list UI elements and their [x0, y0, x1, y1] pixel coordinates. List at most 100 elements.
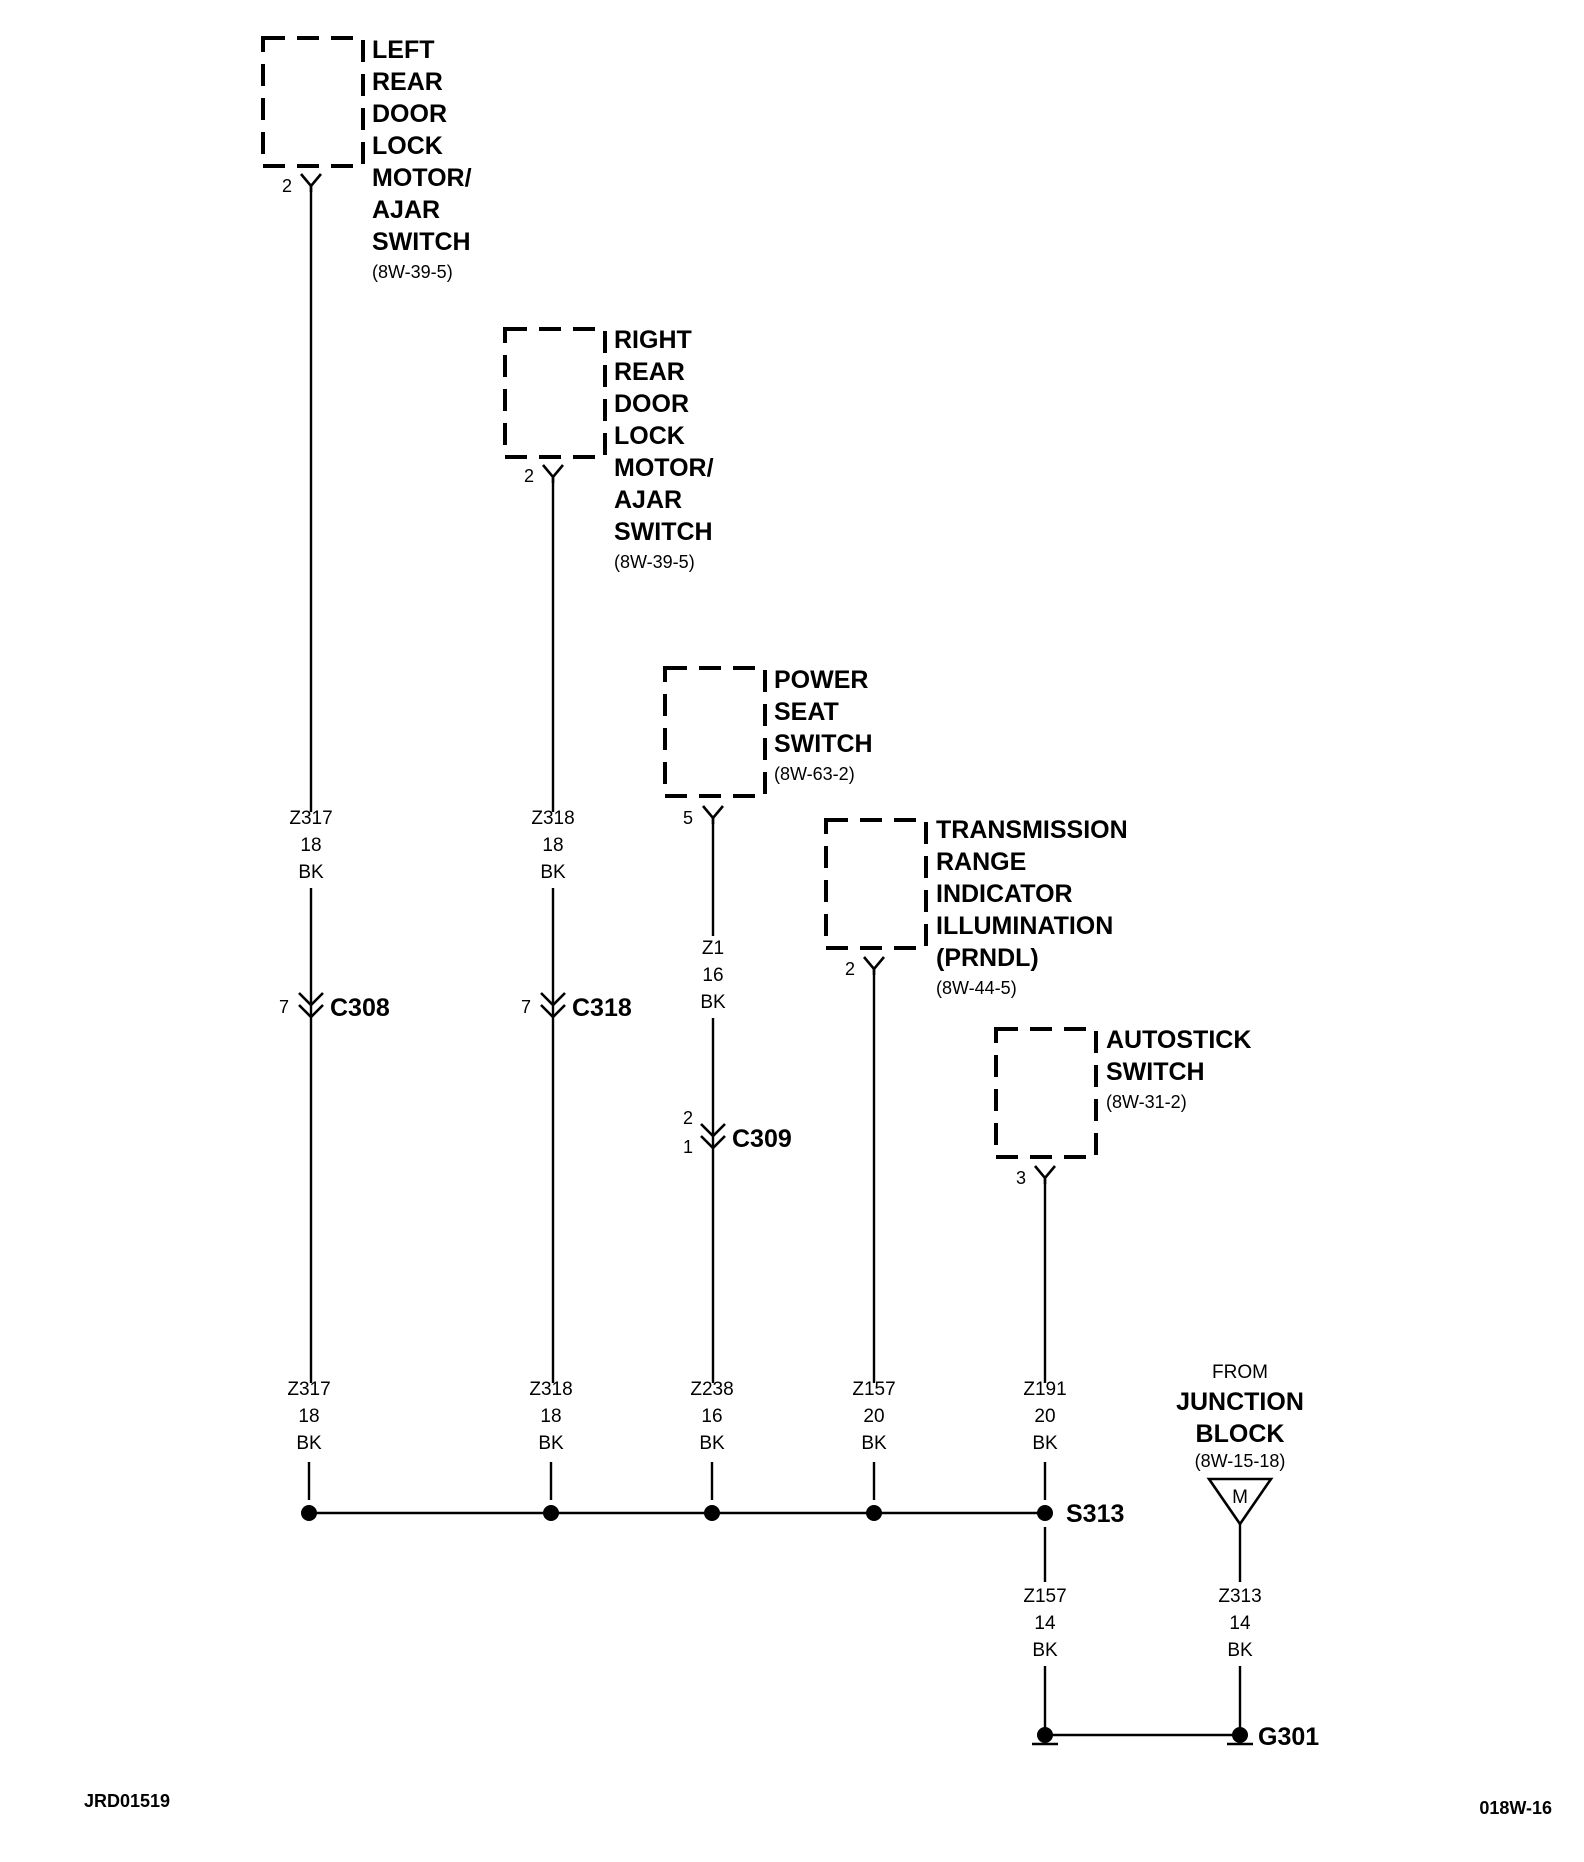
wire-gauge: 18	[540, 1406, 561, 1427]
wire-color: BK	[1227, 1640, 1253, 1661]
component-reference: (8W-31-2)	[1106, 1092, 1187, 1112]
component-reference: (8W-63-2)	[774, 764, 855, 784]
wire-gauge: 18	[300, 835, 321, 856]
wire-code: Z157	[852, 1379, 895, 1400]
wire-code: Z191	[1023, 1379, 1066, 1400]
junction-label-line: BLOCK	[1196, 1420, 1285, 1448]
connector-pin: 1	[683, 1137, 693, 1157]
component-label-line: RANGE	[936, 848, 1026, 876]
wire-color: BK	[861, 1433, 887, 1454]
connector-name: C309	[732, 1125, 792, 1153]
power-seat-switch-component: POWER SEAT SWITCH (8W-63-2) 5	[663, 666, 873, 828]
pin-number: 2	[524, 466, 534, 486]
splice-dot	[543, 1505, 559, 1521]
ground-terminal-icon	[1037, 1727, 1053, 1743]
component-reference: (8W-44-5)	[936, 978, 1017, 998]
component-label-line: LOCK	[372, 132, 443, 160]
splice-dot	[866, 1505, 882, 1521]
wire-code: Z157	[1023, 1586, 1066, 1607]
component-label-line: MOTOR/	[614, 454, 714, 482]
component-label-line: POWER	[774, 666, 868, 694]
power-seat-switch-box	[663, 666, 767, 798]
connector-c318: 7 C318	[521, 992, 632, 1022]
pin-number: 2	[282, 176, 292, 196]
component-label-line: AJAR	[372, 196, 440, 224]
connector-pin: 2	[683, 1108, 693, 1128]
wire-code: Z317	[287, 1379, 330, 1400]
component-label-line: REAR	[614, 358, 685, 386]
ground-g301: G301	[1032, 1723, 1319, 1751]
component-label-line: SWITCH	[372, 228, 471, 256]
autostick-switch-box	[994, 1027, 1098, 1159]
wire-code: Z238	[690, 1379, 733, 1400]
connector-icon	[298, 992, 324, 1019]
wire-gauge: 16	[701, 1406, 722, 1427]
junction-label-line: FROM	[1212, 1362, 1268, 1383]
connector-c309: 2 1 C309	[683, 1108, 792, 1157]
component-label-line: REAR	[372, 68, 443, 96]
component-label-line: INDICATOR	[936, 880, 1073, 908]
wire-color: BK	[538, 1433, 564, 1454]
component-label-line: SWITCH	[774, 730, 873, 758]
connector-pin: 7	[279, 997, 289, 1017]
module-symbol: M	[1232, 1487, 1248, 1508]
wire-color: BK	[1032, 1640, 1058, 1661]
wire-gauge: 16	[702, 965, 723, 986]
component-reference: (8W-39-5)	[614, 552, 695, 572]
wire-gauge: 20	[863, 1406, 884, 1427]
right-rear-door-lock-box	[503, 327, 607, 459]
wire-gauge: 20	[1034, 1406, 1055, 1427]
wire-code: Z313	[1218, 1586, 1261, 1607]
wire-color: BK	[700, 992, 726, 1013]
pin-number: 2	[845, 959, 855, 979]
page-id-right: 018W-16	[1479, 1798, 1552, 1818]
component-label-line: LOCK	[614, 422, 685, 450]
module-triangle-icon	[1206, 1477, 1274, 1527]
component-label-line: DOOR	[614, 390, 689, 418]
wire-color: BK	[699, 1433, 725, 1454]
wire-color: BK	[298, 862, 324, 883]
right-rear-door-lock-component: RIGHT REAR DOOR LOCK MOTOR/ AJAR SWITCH …	[503, 326, 714, 572]
component-label-line: AUTOSTICK	[1106, 1026, 1251, 1054]
component-label-line: DOOR	[372, 100, 447, 128]
wire-code: Z318	[531, 808, 574, 829]
connector-name: C318	[572, 994, 632, 1022]
pin-number: 5	[683, 808, 693, 828]
component-label-line: ILLUMINATION	[936, 912, 1113, 940]
component-label-line: MOTOR/	[372, 164, 472, 192]
junction-label-line: JUNCTION	[1176, 1388, 1304, 1416]
junction-block-component: FROM JUNCTION BLOCK (8W-15-18) M	[1176, 1362, 1304, 1527]
component-label-line: SWITCH	[614, 518, 713, 546]
wire-gauge: 18	[542, 835, 563, 856]
wire-color: BK	[540, 862, 566, 883]
connector-icon	[540, 992, 566, 1019]
component-label-line: (PRNDL)	[936, 944, 1039, 972]
component-label-line: LEFT	[372, 36, 435, 64]
autostick-switch-component: AUTOSTICK SWITCH (8W-31-2) 3	[994, 1026, 1251, 1188]
component-label-line: SWITCH	[1106, 1058, 1205, 1086]
wire-gauge: 14	[1229, 1613, 1251, 1634]
component-reference: (8W-39-5)	[372, 262, 453, 282]
splice-label: S313	[1066, 1500, 1124, 1528]
splice-dot	[1037, 1505, 1053, 1521]
wire-gauge: 14	[1034, 1613, 1056, 1634]
wire-gauge: 18	[298, 1406, 319, 1427]
component-reference: (8W-15-18)	[1195, 1451, 1286, 1471]
wire-color: BK	[1032, 1433, 1058, 1454]
component-label-line: TRANSMISSION	[936, 816, 1128, 844]
left-rear-door-lock-component: LEFT REAR DOOR LOCK MOTOR/ AJAR SWITCH (…	[261, 36, 472, 282]
left-rear-door-lock-box	[261, 36, 365, 168]
wire-color: BK	[296, 1433, 322, 1454]
ground-terminal-icon	[1232, 1727, 1248, 1743]
splice-dot	[704, 1505, 720, 1521]
transmission-range-box	[824, 818, 928, 950]
wire-code: Z318	[529, 1379, 572, 1400]
diagram-id-left: JRD01519	[84, 1791, 170, 1811]
component-label-line: SEAT	[774, 698, 839, 726]
component-label-line: AJAR	[614, 486, 682, 514]
connector-pin: 7	[521, 997, 531, 1017]
transmission-range-indicator-component: TRANSMISSION RANGE INDICATOR ILLUMINATIO…	[824, 816, 1128, 998]
wire-code: Z1	[702, 938, 724, 959]
pin-number: 3	[1016, 1168, 1026, 1188]
